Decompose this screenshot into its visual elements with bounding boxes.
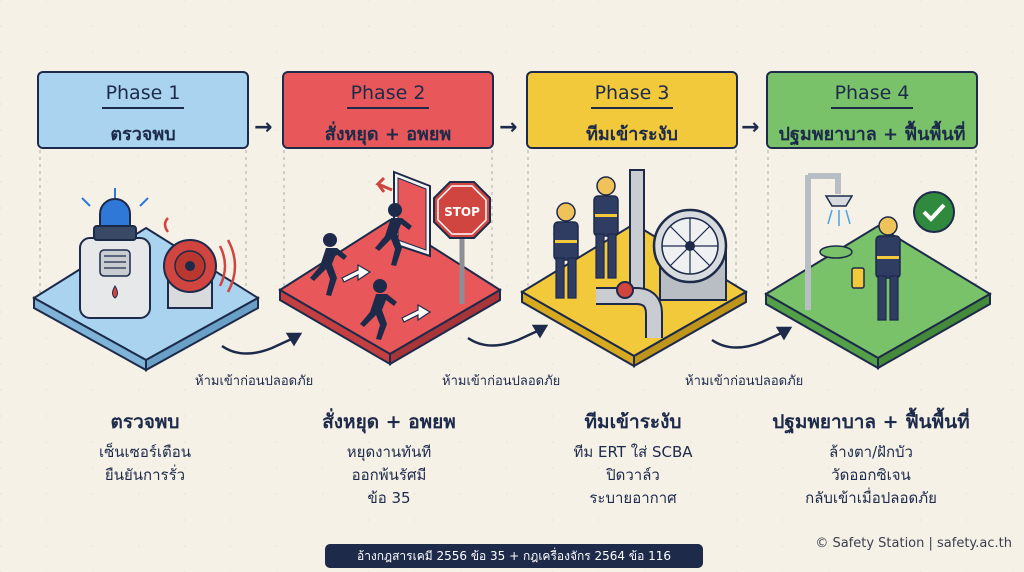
phase-description-2: สั่งหยุด + อพยพ หยุดงานทันที ออกพ้นรัศมี… <box>274 407 504 510</box>
connector-arrows <box>222 326 790 354</box>
warning-label: ห้ามเข้าก่อนปลอดภัย <box>193 370 315 391</box>
phase-title: ปฐมพยาบาล + ฟื้นพื้นที่ <box>768 117 976 149</box>
warning-label: ห้ามเข้าก่อนปลอดภัย <box>440 370 562 391</box>
phase-label: Phase 1 <box>39 73 247 117</box>
phase-heading: ปฐมพยาบาล + ฟื้นพื้นที่ <box>756 407 986 437</box>
phase-heading: ตรวจพบ <box>30 407 260 437</box>
stop-sign-text: STOP <box>444 205 480 219</box>
phase-card-4: Phase 4 ปฐมพยาบาล + ฟื้นพื้นที่ <box>766 71 978 149</box>
next-arrow-icon: → <box>254 115 272 140</box>
phase-line: ระบายอากาศ <box>518 487 748 510</box>
phase-heading: สั่งหยุด + อพยพ <box>274 407 504 437</box>
check-icon <box>914 192 954 232</box>
next-arrow-icon: → <box>499 115 517 140</box>
next-arrow-icon: → <box>741 115 759 140</box>
phase-line: ปิดวาล์ว <box>518 464 748 487</box>
phase-description-4: ปฐมพยาบาล + ฟื้นพื้นที่ ล้างตา/ฝักบัว วั… <box>756 407 986 510</box>
phase-line: ล้างตา/ฝักบัว <box>756 441 986 464</box>
phase-line: ยืนยันการรั่ว <box>30 464 260 487</box>
phase-description-1: ตรวจพบ เซ็นเซอร์เตือน ยืนยันการรั่ว <box>30 407 260 487</box>
credit-text: © Safety Station | safety.ac.th <box>815 536 1012 551</box>
phase-card-1: Phase 1 ตรวจพบ <box>37 71 249 149</box>
warning-label: ห้ามเข้าก่อนปลอดภัย <box>683 370 805 391</box>
platform-evacuate <box>280 220 500 364</box>
phase-line: เซ็นเซอร์เตือน <box>30 441 260 464</box>
phase-card-2: Phase 2 สั่งหยุด + อพยพ <box>282 71 494 149</box>
phase-title: ทีมเข้าระงับ <box>528 117 736 149</box>
phase-line: ข้อ 35 <box>274 487 504 510</box>
phase-label: Phase 4 <box>768 73 976 117</box>
phase-line: กลับเข้าเมื่อปลอดภัย <box>756 487 986 510</box>
phase-label: Phase 3 <box>528 73 736 117</box>
phase-heading: ทีมเข้าระงับ <box>518 407 748 437</box>
regulation-footer: อ้างกฎสารเคมี 2556 ข้อ 35 + กฎเครื่องจัก… <box>325 544 703 568</box>
phase-line: ออกพ้นรัศมี <box>274 464 504 487</box>
phase-label: Phase 2 <box>284 73 492 117</box>
phase-line: วัดออกซิเจน <box>756 464 986 487</box>
phase-title: ตรวจพบ <box>39 117 247 149</box>
phase-line: ทีม ERT ใส่ SCBA <box>518 441 748 464</box>
phase-card-3: Phase 3 ทีมเข้าระงับ <box>526 71 738 149</box>
ventilation-fan-icon <box>654 210 726 300</box>
phase-title: สั่งหยุด + อพยพ <box>284 117 492 149</box>
phase-description-3: ทีมเข้าระงับ ทีม ERT ใส่ SCBA ปิดวาล์ว ร… <box>518 407 748 510</box>
phase-line: หยุดงานทันที <box>274 441 504 464</box>
gas-detector-icon <box>80 188 150 318</box>
